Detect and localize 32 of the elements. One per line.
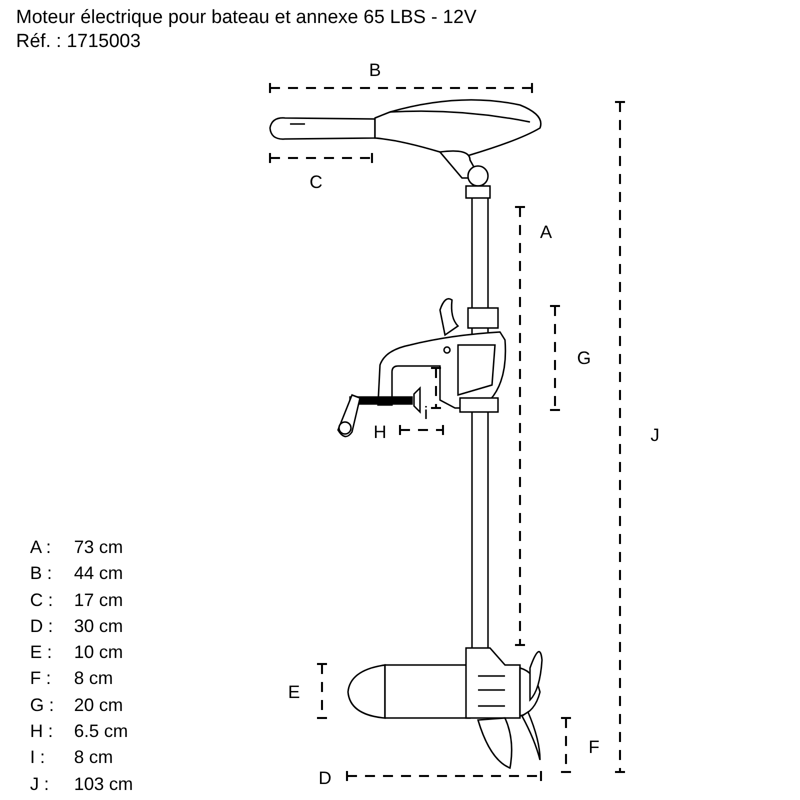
- spec-letter: H :: [30, 720, 54, 742]
- reference-number: Réf. : 1715003: [16, 30, 141, 54]
- spec-value: 30 cm: [74, 614, 124, 638]
- spec-letter: E :: [30, 641, 54, 664]
- spec-value: 8 cm: [74, 746, 114, 769]
- spec-letter: C :: [30, 588, 54, 611]
- dimension-label: J: [650, 426, 660, 444]
- spec-letter: F :: [30, 667, 52, 690]
- dimension-label: F: [588, 738, 600, 756]
- dimension-label: C: [310, 173, 322, 191]
- spec-value: 17 cm: [74, 588, 124, 611]
- dimension-label: G: [577, 349, 591, 367]
- dimension-label: E: [288, 683, 300, 701]
- dimension-label: A: [540, 223, 552, 241]
- spec-value: 73 cm: [74, 536, 124, 558]
- spec-letter: B :: [30, 562, 54, 585]
- spec-value: 6.5 cm: [74, 720, 130, 742]
- spec-value: 20 cm: [74, 694, 124, 716]
- spec-letter: I :: [30, 746, 46, 769]
- spec-value: 103 cm: [74, 772, 134, 795]
- spec-value: 8 cm: [74, 667, 114, 690]
- spec-letter: D :: [30, 614, 54, 638]
- spec-value: 44 cm: [74, 562, 124, 585]
- title: Moteur électrique pour bateau et annexe 65 LBS - 12V: [16, 6, 477, 30]
- dimension-label: i: [424, 404, 428, 422]
- dimension-label: H: [374, 423, 386, 441]
- spec-letter: A :: [30, 536, 52, 558]
- dimension-label: D: [318, 769, 332, 787]
- spec-letter: J :: [30, 772, 50, 795]
- dimension-label: B: [369, 61, 381, 79]
- spec-letter: G :: [30, 694, 56, 716]
- spec-value: 10 cm: [74, 641, 124, 664]
